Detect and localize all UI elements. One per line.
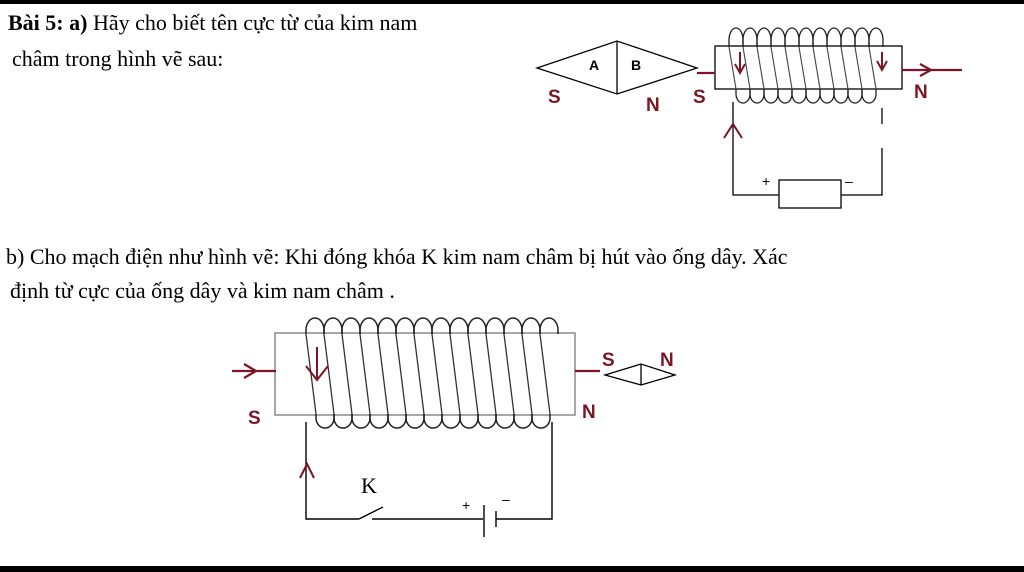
coil-b-pole-right: N	[582, 402, 596, 423]
coil-b-windings-top	[305, 317, 559, 334]
switch-label-k: K	[361, 473, 377, 498]
coil-a-windings-top	[728, 27, 884, 47]
circuit-b	[305, 422, 553, 537]
needle-b-pole-left: S	[602, 350, 615, 371]
coil-a-windings-bottom	[735, 89, 877, 104]
coil-a-pole-right: N	[914, 82, 928, 103]
needle-b	[602, 363, 678, 386]
coil-b-windings-body	[305, 333, 551, 415]
field-arrow-a-right	[902, 63, 962, 77]
circuit-a	[732, 102, 883, 196]
field-arrow-b-left	[232, 363, 276, 379]
bottom-border	[0, 566, 1024, 572]
coil-b-current-arrow	[305, 347, 329, 382]
current-arrow-b	[299, 461, 315, 479]
part-b-line2: định từ cực của ống dây và kim nam châm …	[10, 278, 395, 303]
part-b-line1: b) Cho mạch điện như hình vẽ: Khi đóng k…	[6, 244, 788, 269]
needle-label-b: B	[631, 57, 641, 73]
top-border	[0, 0, 1024, 4]
battery-a	[778, 179, 842, 209]
part-a-prefix: Bài 5: a)	[8, 10, 88, 35]
battery-a-minus: –	[845, 173, 853, 189]
needle-a-pole-right: N	[646, 95, 660, 116]
part-a-line2: châm trong hình vẽ sau:	[12, 46, 224, 71]
part-a-line1: Bài 5: a) Hãy cho biết tên cực từ của ki…	[8, 10, 417, 36]
needle-label-a: A	[589, 57, 599, 73]
part-a-question: Hãy cho biết tên cực từ của kim nam	[92, 10, 418, 35]
figure-a: A B S N	[534, 27, 962, 209]
coil-a-windings-body	[728, 46, 877, 90]
coil-a-pole-left: S	[693, 87, 706, 108]
needle-a: A B	[534, 40, 700, 95]
battery-a-plus: +	[762, 173, 770, 189]
battery-b-minus: –	[502, 491, 510, 507]
coil-a-current-arrows	[734, 52, 888, 76]
coil-b-pole-left: S	[248, 408, 261, 429]
needle-a-pole-left: S	[548, 87, 561, 108]
figure-b: S N S N K + –	[232, 317, 678, 537]
needle-b-pole-right: N	[660, 350, 674, 371]
battery-b-plus: +	[462, 497, 470, 513]
coil-b-windings-bottom	[315, 414, 551, 429]
current-arrow-a	[723, 122, 743, 139]
